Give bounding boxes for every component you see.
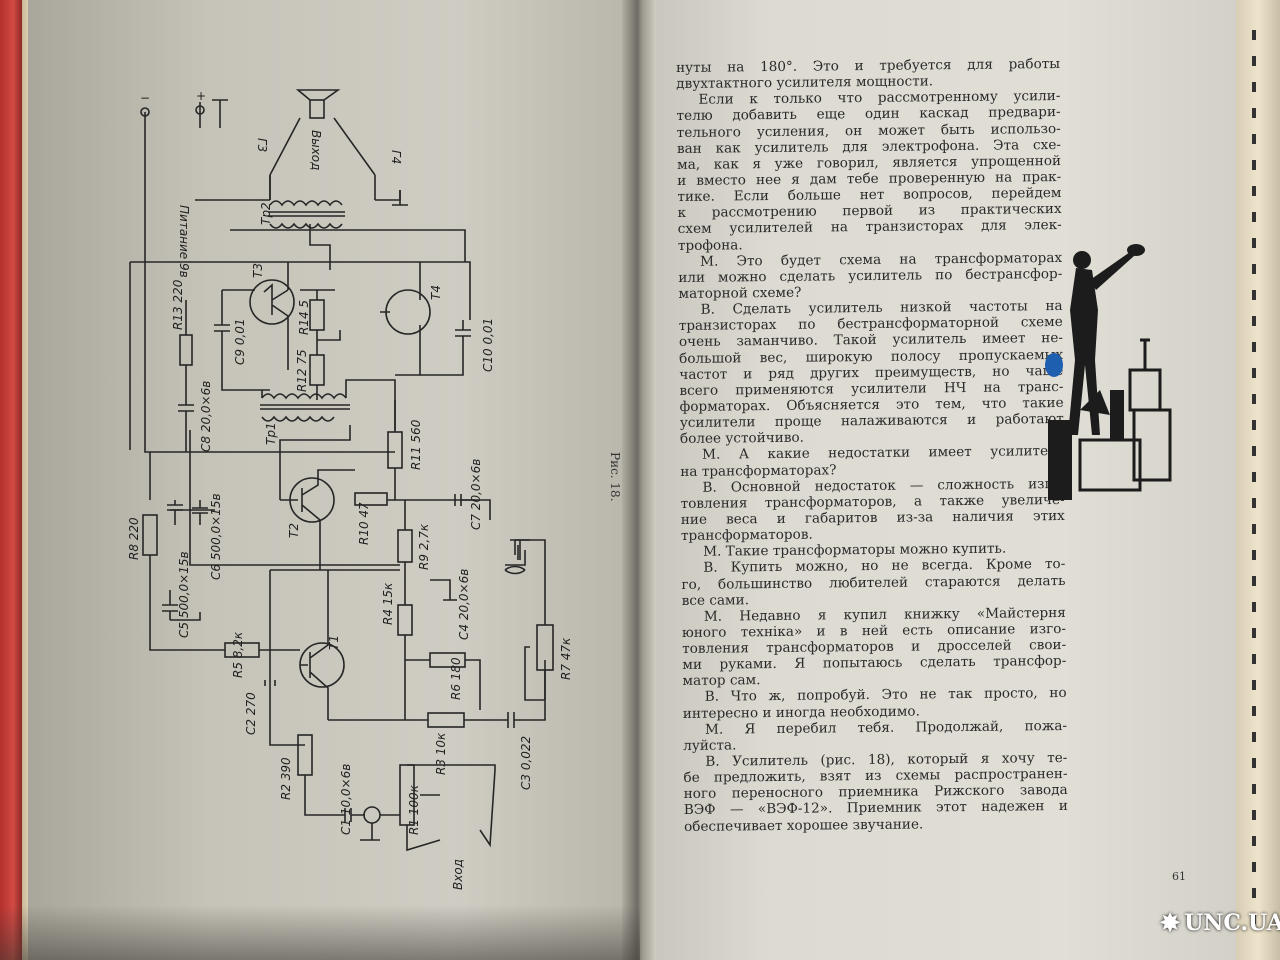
watermark-star-icon: ✸	[1160, 908, 1181, 937]
edge-tab-mark	[1252, 56, 1256, 66]
label-c7: C7 20,0×6в	[469, 459, 483, 530]
illustration-man-with-instruments	[1045, 244, 1172, 500]
left-page	[28, 0, 638, 960]
edge-tab-mark	[1252, 446, 1256, 456]
label-input: Вход	[451, 859, 465, 890]
label-minus: −	[140, 91, 150, 105]
edge-tab-mark	[1252, 836, 1256, 846]
label-c6: C6 500,0×15в	[209, 493, 223, 580]
label-r1: R1 100к	[407, 784, 421, 835]
label-r3: R3 10к	[434, 732, 448, 775]
label-c4: C4 20,0×6в	[457, 569, 471, 640]
label-r12: R12 75	[295, 349, 309, 392]
edge-tab-mark	[1252, 472, 1256, 482]
book-cover-edge	[0, 0, 22, 960]
edge-tab-mark	[1252, 524, 1256, 534]
body-text: нуты на 180°. Это и требуется для работы…	[676, 56, 1068, 835]
label-c3: C3 0,022	[519, 736, 533, 790]
label-plus: +	[196, 89, 206, 103]
label-g4: Г4	[389, 150, 403, 164]
edge-tab-mark	[1252, 82, 1256, 92]
edge-tab-mark	[1252, 420, 1256, 430]
edge-tab-mark	[1252, 888, 1256, 898]
edge-tab-mark	[1252, 160, 1256, 170]
edge-tab-mark	[1252, 784, 1256, 794]
edge-tab-mark	[1252, 862, 1256, 872]
figure-caption: Рис. 18.	[608, 452, 622, 502]
label-g3: Г3	[255, 138, 269, 152]
label-r2: R2 390	[279, 757, 293, 800]
label-r4: R4 15к	[381, 582, 395, 625]
edge-tab-mark	[1252, 654, 1256, 664]
label-power: Питание 9в	[177, 205, 191, 278]
blue-ink-spot	[1045, 353, 1063, 377]
label-r14: R14 5	[297, 300, 311, 335]
label-r13: R13 220	[171, 279, 185, 330]
label-c9: C9 0,01	[233, 318, 247, 365]
edge-tab-mark	[1252, 394, 1256, 404]
edge-tab-mark	[1252, 264, 1256, 274]
edge-tab-mark	[1252, 30, 1256, 40]
label-r10: R10 47	[357, 502, 371, 545]
amplifier-schematic: Питание 9в − + Выход Г3 Г4 Тр2 Т3 Т4 R13…	[127, 89, 573, 890]
label-output: Выход	[309, 130, 323, 170]
label-r9: R9 2,7к	[417, 523, 431, 570]
edge-tab-mark	[1252, 498, 1256, 508]
edge-tab-mark	[1252, 550, 1256, 560]
label-t3: Т3	[251, 263, 265, 278]
edge-tab-mark	[1252, 134, 1256, 144]
edge-tab-mark	[1252, 758, 1256, 768]
label-r7: R7 47к	[559, 637, 573, 680]
edge-tab-mark	[1252, 186, 1256, 196]
label-c2: C2 270	[244, 692, 258, 735]
edge-tab-mark	[1252, 576, 1256, 586]
edge-tab-mark	[1252, 680, 1256, 690]
edge-tab-mark	[1252, 368, 1256, 378]
label-c10: C10 0,01	[481, 318, 495, 372]
label-r11: R11 560	[409, 419, 423, 470]
label-r5: R5 8,2к	[231, 631, 245, 678]
book-block-edge	[22, 0, 32, 960]
label-t4: Т4	[429, 285, 443, 300]
edge-tab-mark	[1252, 732, 1256, 742]
schematic-labels: Питание 9в − + Выход Г3 Г4 Тр2 Т3 Т4 R13…	[127, 89, 573, 890]
schematic-wires	[129, 89, 554, 852]
label-tr1: Тр1	[264, 422, 278, 445]
label-t2: Т2	[287, 523, 301, 538]
edge-tab-mark	[1252, 342, 1256, 352]
label-tr2: Тр2	[259, 202, 273, 225]
label-t1: Т1	[327, 635, 341, 650]
label-c1: C1 10,0×6в	[339, 764, 353, 835]
page-number: 61	[1172, 870, 1186, 883]
edge-tab-mark	[1252, 706, 1256, 716]
edge-tab-mark	[1252, 602, 1256, 612]
edge-tab-mark	[1252, 316, 1256, 326]
edge-tab-mark	[1252, 212, 1256, 222]
page-edge-tabs	[1236, 0, 1280, 960]
label-r6: R6 180	[449, 657, 463, 700]
edge-tab-mark	[1252, 290, 1256, 300]
edge-tab-mark	[1252, 914, 1256, 924]
hand-shadow	[0, 905, 640, 960]
edge-tab-mark	[1252, 810, 1256, 820]
watermark: ✸ UNC.UA	[1160, 908, 1280, 937]
edge-tab-mark	[1252, 628, 1256, 638]
label-r8: R8 220	[127, 517, 141, 560]
label-c8: C8 20,0×6в	[199, 381, 213, 452]
book-gutter	[622, 0, 656, 960]
label-c5: C5 500,0×15в	[177, 551, 191, 638]
edge-tab-mark	[1252, 238, 1256, 248]
edge-tab-mark	[1252, 108, 1256, 118]
watermark-text: UNC.UA	[1184, 909, 1280, 936]
